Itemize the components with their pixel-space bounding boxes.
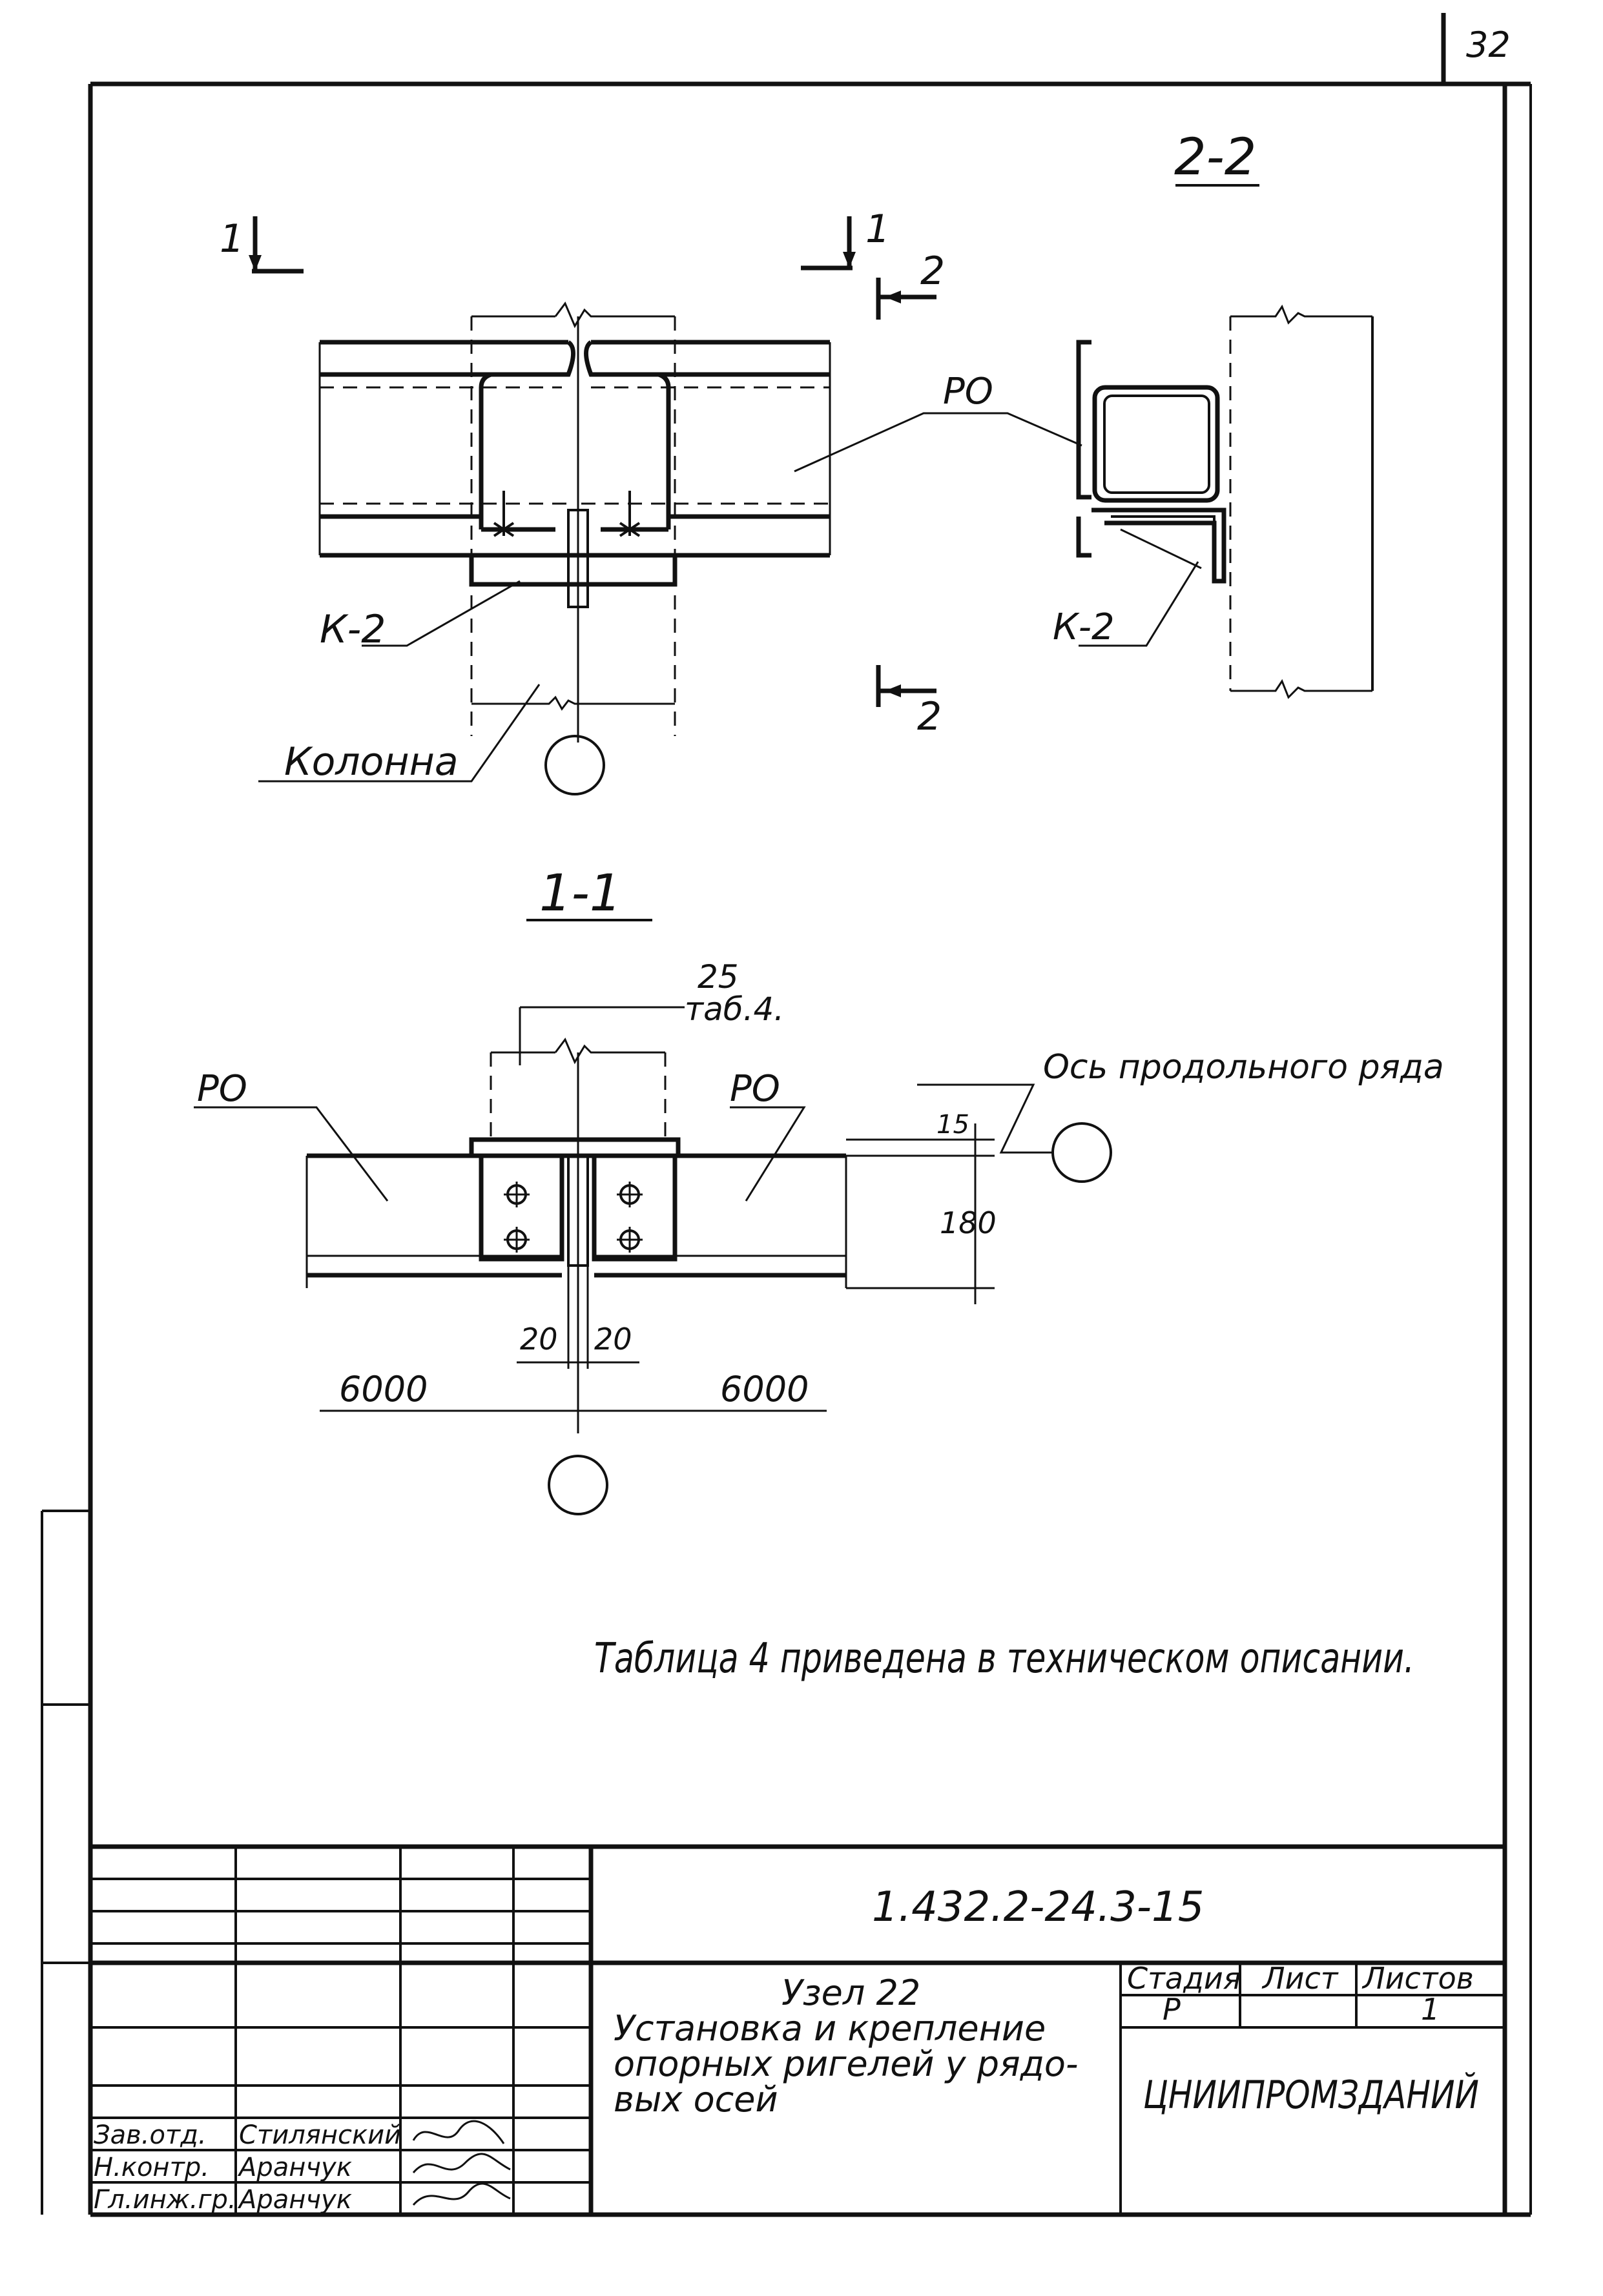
span-right: 6000 [720, 1369, 809, 1409]
signer-role-3: Гл.инж.гр. [94, 2185, 236, 2215]
dim-top-value: 25 [698, 958, 739, 996]
note-text: Таблица 4 приведена в техническом описан… [594, 1635, 1414, 1683]
sheets-header: Листов [1361, 1961, 1474, 1996]
signer-name-1: Стилянский [239, 2120, 401, 2150]
title-line-4: вых осей [614, 2079, 778, 2120]
dim-top-note: таб.4. [685, 990, 784, 1028]
label-knee-plan: К-2 [320, 607, 386, 652]
title-line-2: Установка и крепление [614, 2008, 1046, 2049]
cut-mark-2-top: 2 [920, 249, 945, 294]
signer-role-1: Зав.отд. [94, 2120, 207, 2150]
title-block [90, 1844, 1505, 2215]
label-beam-right-1-1: РО [730, 1068, 780, 1110]
label-column: Колонна [284, 739, 459, 784]
dim-180: 180 [940, 1205, 997, 1240]
section-1-1-title: 1-1 [539, 865, 621, 923]
signature-1 [412, 2120, 505, 2144]
signature-3 [412, 2182, 511, 2206]
section-2-2 [794, 184, 1374, 707]
signer-name-3: Аранчук [237, 2185, 352, 2215]
label-beam-left-1-1: РО [197, 1068, 247, 1110]
organization: ЦНИИПРОМЗДАНИЙ [1143, 2072, 1479, 2118]
span-left: 6000 [339, 1369, 428, 1409]
label-beam-2-2: РО [943, 371, 993, 413]
sheet-header: Лист [1261, 1961, 1339, 1996]
dim-20-left: 20 [520, 1322, 558, 1357]
sheet-frame [41, 13, 1532, 2217]
doc-code: 1.432.2-24.3-15 [872, 1883, 1204, 1931]
cut-mark-2-bottom: 2 [917, 694, 942, 739]
label-axis: Ось продольного ряда [1043, 1048, 1444, 1087]
signer-role-2: Н.контр. [94, 2153, 209, 2182]
plan-view [249, 216, 856, 795]
signature-2 [412, 2153, 511, 2173]
dim-20-right: 20 [594, 1322, 632, 1357]
label-knee-2-2: К-2 [1053, 606, 1115, 648]
title-line-1: Узел 22 [781, 1973, 920, 2013]
cut-mark-1-left: 1 [220, 216, 244, 261]
stage-value: Р [1163, 1992, 1181, 2027]
section-1-1 [194, 919, 1112, 1515]
section-2-2-title: 2-2 [1174, 128, 1256, 187]
cut-mark-1-right: 1 [865, 207, 890, 252]
stage-header: Стадия [1127, 1961, 1241, 1996]
sheets-value: 1 [1421, 1992, 1440, 2027]
dim-15: 15 [936, 1110, 969, 1140]
signer-name-2: Аранчук [237, 2153, 352, 2182]
page-number: 32 [1466, 25, 1511, 65]
title-line-3: опорных ригелей у рядо- [614, 2044, 1078, 2084]
